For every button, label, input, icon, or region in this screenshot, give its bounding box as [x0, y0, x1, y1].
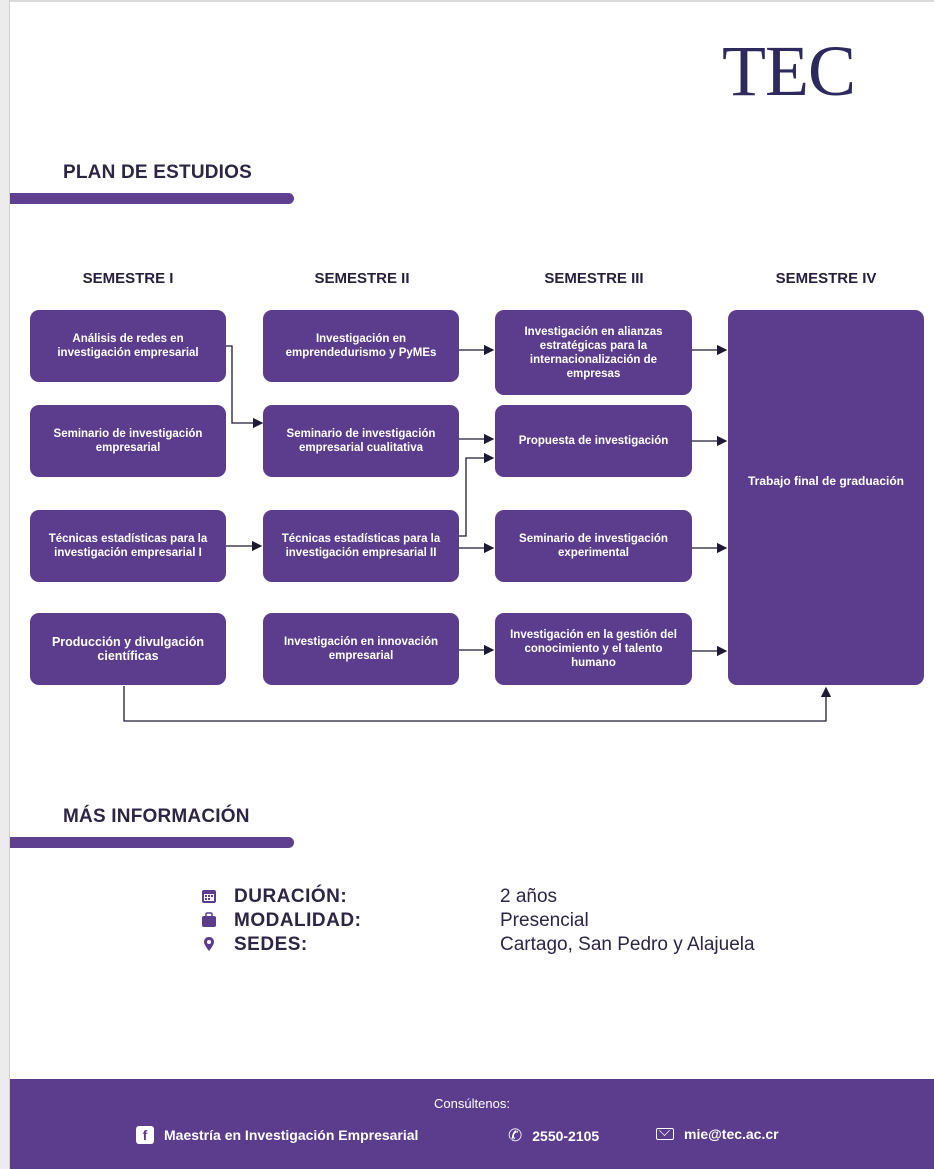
course-produccion-divulgacion: Producción y divulgación científicas	[30, 613, 226, 685]
course-analisis-redes: Análisis de redes en investigación empre…	[30, 310, 226, 382]
phone-icon: ✆	[508, 1126, 523, 1145]
semester-2-heading: SEMESTRE II	[314, 270, 410, 287]
page-top-edge	[0, 0, 934, 2]
calendar-icon	[200, 888, 218, 906]
modality-label: MODALIDAD:	[234, 910, 362, 931]
modality-value: Presencial	[500, 910, 589, 931]
briefcase-icon	[200, 912, 218, 930]
tec-logo: TEC	[722, 31, 856, 111]
campuses-value: Cartago, San Pedro y Alajuela	[500, 934, 755, 955]
course-seminario-investigacion: Seminario de investigación empresarial	[30, 405, 226, 477]
duration-value: 2 años	[500, 886, 558, 907]
course-innovacion-empresarial: Investigación en innovación empresarial	[263, 613, 459, 685]
course-seminario-cualitativa: Seminario de investigación empresarial c…	[263, 405, 459, 477]
course-seminario-experimental: Seminario de investigación experimental	[495, 510, 692, 582]
course-gestion-conocimiento: Investigación en la gestión del conocimi…	[495, 613, 692, 685]
mail-icon	[656, 1128, 674, 1140]
duration-label: DURACIÓN:	[234, 886, 348, 907]
facebook-contact[interactable]: f Maestría en Investigación Empresarial	[136, 1126, 418, 1144]
location-pin-icon	[200, 936, 218, 954]
arrow-s2r3-s3r2	[459, 452, 495, 537]
contact-title: Consúltenos:	[434, 1096, 510, 1111]
course-emprendedurismo-pymes: Investigación en emprendedurismo y PyMEs	[263, 310, 459, 382]
plan-title-underline	[10, 193, 294, 204]
phone-number: 2550-2105	[532, 1128, 600, 1144]
arrow-s1r1-s2r2	[225, 345, 264, 429]
page-left-edge	[0, 0, 10, 1169]
email-contact[interactable]: mie@tec.ac.cr	[656, 1126, 779, 1142]
semester-3-heading: SEMESTRE III	[544, 270, 644, 287]
more-info-title: MÁS INFORMACIÓN	[63, 806, 250, 827]
plan-title: PLAN DE ESTUDIOS	[63, 162, 252, 183]
semester-4-heading: SEMESTRE IV	[775, 270, 877, 287]
phone-contact[interactable]: ✆ 2550-2105	[508, 1126, 599, 1146]
facebook-icon: f	[136, 1126, 154, 1144]
course-alianzas-estrategicas: Investigación en alianzas estratégicas p…	[495, 310, 692, 395]
facebook-page-name: Maestría en Investigación Empresarial	[164, 1127, 419, 1143]
campuses-label: SEDES:	[234, 934, 308, 955]
course-tecnicas-estadisticas-1: Técnicas estadísticas para la investigac…	[30, 510, 226, 582]
email-address: mie@tec.ac.cr	[684, 1126, 779, 1142]
arrow-s1r4-s4	[123, 686, 832, 722]
course-propuesta-investigacion: Propuesta de investigación	[495, 405, 692, 477]
more-info-underline	[10, 837, 294, 848]
contact-footer: Consúltenos: f Maestría en Investigación…	[10, 1079, 934, 1169]
semester-1-heading: SEMESTRE I	[82, 270, 174, 287]
course-trabajo-final: Trabajo final de graduación	[728, 310, 924, 685]
course-tecnicas-estadisticas-2: Técnicas estadísticas para la investigac…	[263, 510, 459, 582]
